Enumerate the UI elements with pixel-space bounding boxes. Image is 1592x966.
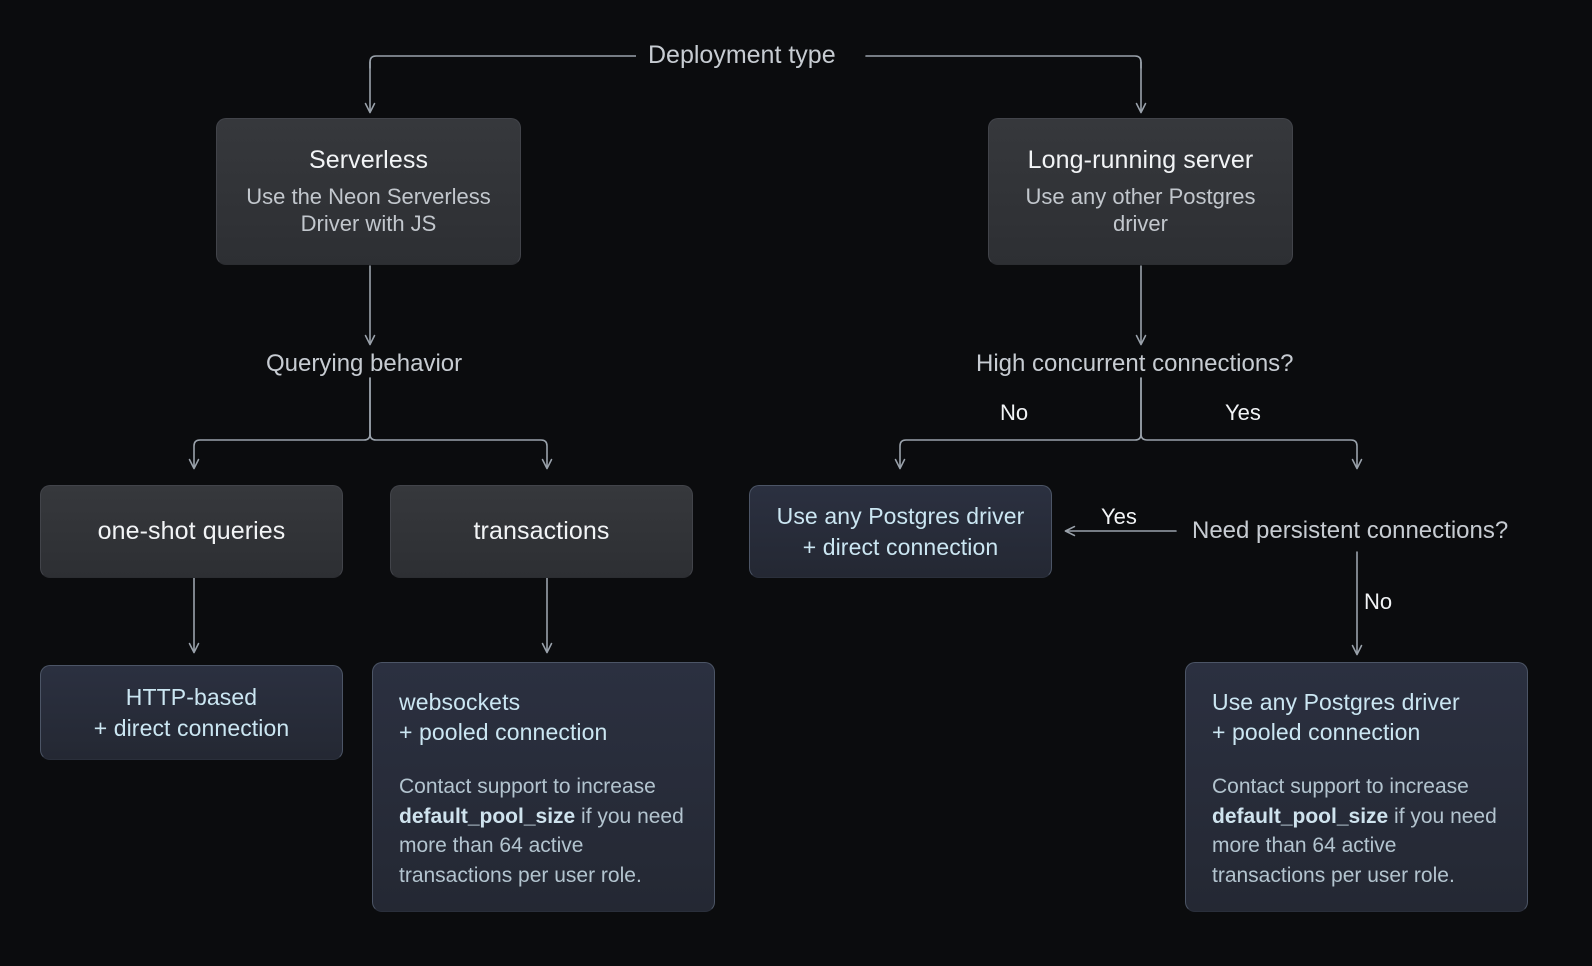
node-one-shot-queries[interactable]: one-shot queries xyxy=(40,485,343,578)
edge-label-concurrent-no: No xyxy=(1000,400,1029,425)
node-any-postgres-driver-direct[interactable]: Use any Postgres driver + direct connect… xyxy=(749,485,1052,578)
node-one-shot-queries-title: one-shot queries xyxy=(97,517,286,546)
node-transactions-title: transactions xyxy=(473,517,610,546)
node-websockets-pooled-connection-note: Contact support to increase default_pool… xyxy=(399,772,688,891)
node-http-direct-connection[interactable]: HTTP-based + direct connection xyxy=(40,665,343,760)
node-transactions[interactable]: transactions xyxy=(390,485,693,578)
note-text-after: if you need more than 64 active transact… xyxy=(399,804,684,888)
decision-querying-behavior: Querying behavior xyxy=(266,350,463,377)
node-serverless[interactable]: Serverless Use the Neon Serverless Drive… xyxy=(216,118,521,265)
node-http-direct-connection-title: HTTP-based + direct connection xyxy=(93,684,290,741)
decision-high-concurrent-connections: High concurrent connections? xyxy=(976,350,1294,377)
node-any-postgres-driver-direct-title: Use any Postgres driver + direct connect… xyxy=(776,503,1025,560)
note-code-default-pool-size: default_pool_size xyxy=(1212,804,1389,828)
note-code-default-pool-size: default_pool_size xyxy=(399,804,576,828)
node-long-running-server[interactable]: Long-running server Use any other Postgr… xyxy=(988,118,1293,265)
node-any-postgres-driver-pooled[interactable]: Use any Postgres driver + pooled connect… xyxy=(1185,662,1528,912)
edge-label-persistent-yes: Yes xyxy=(1101,504,1137,529)
edge-label-persistent-no: No xyxy=(1364,589,1393,614)
root-decision-label: Deployment type xyxy=(636,43,848,68)
node-long-running-server-subtitle: Use any other Postgres driver xyxy=(1025,183,1256,237)
node-any-postgres-driver-pooled-title: Use any Postgres driver + pooled connect… xyxy=(1212,689,1460,746)
note-text-before: Contact support to increase xyxy=(399,774,656,798)
node-long-running-server-title: Long-running server xyxy=(1027,146,1254,175)
edge-label-concurrent-yes: Yes xyxy=(1225,400,1261,425)
node-websockets-pooled-connection[interactable]: websockets + pooled connection Contact s… xyxy=(372,662,715,912)
node-serverless-subtitle: Use the Neon Serverless Driver with JS xyxy=(246,183,491,237)
note-text-after: if you need more than 64 active transact… xyxy=(1212,804,1497,888)
note-text-before: Contact support to increase xyxy=(1212,774,1469,798)
decision-need-persistent-connections: Need persistent connections? xyxy=(1192,517,1509,544)
node-serverless-title: Serverless xyxy=(308,146,429,175)
node-websockets-pooled-connection-title: websockets + pooled connection xyxy=(399,689,608,746)
node-any-postgres-driver-pooled-note: Contact support to increase default_pool… xyxy=(1212,772,1501,891)
